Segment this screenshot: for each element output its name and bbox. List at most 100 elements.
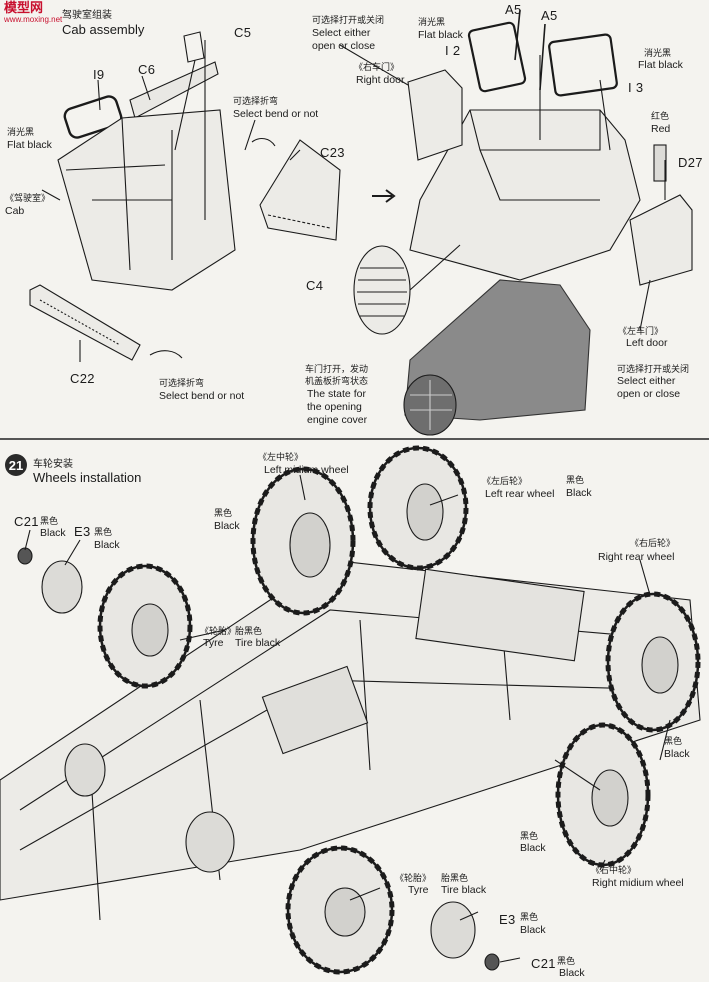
label-black-en-d: Black — [566, 487, 592, 499]
label-lmw-zh: 《左中轮》 — [258, 452, 304, 462]
label-a5-right: A5 — [541, 8, 558, 23]
step21-title-en: Wheels installation — [33, 470, 142, 485]
label-c22: C22 — [70, 371, 95, 386]
label-engine-en3: engine cover — [307, 414, 368, 426]
label-right-door-en: Right door — [356, 74, 405, 86]
label-black-zh-d: 黑色 — [566, 475, 585, 485]
part-d27 — [653, 144, 667, 182]
label-i9: I9 — [93, 67, 105, 82]
wheel-right-midium — [555, 722, 651, 868]
label-engine-en2: the opening — [307, 401, 362, 413]
step20-title-en: Cab assembly — [62, 22, 145, 37]
label-select-zh: 可选择打开或关闭 — [312, 15, 385, 25]
label-black-en-b: Black — [94, 539, 120, 551]
wheel-front-right — [285, 845, 395, 975]
label-black-zh-f: 黑色 — [520, 831, 539, 841]
label-black-en-a: Black — [40, 527, 66, 539]
wheel-left-midium — [250, 466, 356, 616]
label-tire-black2-en: Tire black — [441, 884, 487, 896]
label-c21-right: C21 — [531, 956, 556, 971]
part-c22 — [29, 284, 141, 361]
part-i9 — [63, 95, 123, 139]
label-left-door-en: Left door — [626, 337, 668, 349]
label-c23: C23 — [320, 145, 345, 160]
part-c21-cap-left — [17, 547, 33, 565]
label-tyre2-en: Tyre — [408, 884, 429, 896]
label-rmw-zh: 《右中轮》 — [591, 865, 637, 875]
label-black-en-g: Black — [520, 924, 546, 936]
label-flat-black-zh: 消光黑 — [7, 127, 35, 137]
label-select2-zh: 可选择打开或关闭 — [617, 364, 690, 374]
label-bend2-en: Select bend or not — [159, 390, 245, 402]
label-black-zh-a: 黑色 — [40, 516, 59, 526]
label-fb3-en: Flat black — [638, 59, 683, 71]
part-e3-hub-left — [41, 560, 83, 614]
part-main-cab — [409, 109, 641, 281]
label-tire-black-en: Tire black — [235, 637, 281, 649]
label-e3-right: E3 — [499, 912, 516, 927]
wheel-left-rear — [367, 445, 469, 571]
section-divider — [0, 438, 709, 440]
label-fb2-zh: 消光黑 — [418, 17, 446, 27]
label-e3-left: E3 — [74, 524, 91, 539]
label-black-en-e: Black — [664, 748, 690, 760]
label-black-zh-g: 黑色 — [520, 912, 539, 922]
label-select2-en2: open or close — [617, 388, 681, 400]
label-tyre-en: Tyre — [203, 637, 224, 649]
label-a5-left: A5 — [505, 2, 522, 17]
label-tyre2-zh: 《轮胎》 — [395, 873, 432, 883]
label-rrw-en: Right rear wheel — [598, 551, 675, 563]
label-cab-zh: 《驾驶室》 — [5, 193, 51, 203]
step21-number: 21 — [5, 454, 27, 476]
label-tire-black2-zh: 胎黑色 — [441, 873, 469, 883]
label-c4: C4 — [306, 278, 324, 293]
label-i3: I 3 — [628, 80, 644, 95]
step21-title-zh: 车轮安装 — [33, 459, 73, 470]
label-red-zh: 红色 — [651, 111, 670, 121]
label-bend2-zh: 可选择折弯 — [159, 378, 205, 388]
label-cab-en: Cab — [5, 205, 25, 217]
label-right-door-zh: 《右车门》 — [354, 62, 400, 72]
label-select-en2: open or close — [312, 40, 376, 52]
label-left-door-zh: 《左车门》 — [618, 326, 664, 336]
wheel-right-rear — [605, 591, 701, 733]
label-select-en1: Select either — [312, 27, 371, 39]
label-red-en: Red — [651, 123, 671, 135]
label-bend-zh: 可选择折弯 — [233, 96, 279, 106]
label-engine-zh2: 机盖板折弯状态 — [305, 376, 369, 386]
label-black-zh-h: 黑色 — [557, 956, 576, 966]
part-right-door — [407, 69, 463, 161]
label-select2-en1: Select either — [617, 375, 676, 387]
part-left-door — [629, 194, 693, 286]
part-c6 — [129, 61, 219, 119]
label-black-zh-c: 黑色 — [214, 508, 233, 518]
part-e3-hub-right — [430, 901, 476, 959]
label-c6: C6 — [138, 62, 156, 77]
label-i2: I 2 — [445, 43, 461, 58]
label-c21-left: C21 — [14, 514, 39, 529]
part-c21-cap-right — [484, 953, 500, 971]
label-tyre-zh: 《轮胎》 — [200, 626, 237, 636]
part-c23 — [259, 139, 341, 241]
label-lrw-en: Left rear wheel — [485, 488, 555, 500]
label-black-en-h: Black — [559, 967, 585, 979]
label-black-en-f: Black — [520, 842, 546, 854]
label-c5: C5 — [234, 25, 252, 40]
wheel-left-front — [97, 563, 193, 689]
label-fb3-zh: 消光黑 — [644, 48, 672, 58]
label-engine-en1: The state for — [307, 388, 366, 400]
label-lmw-en: Left midium wheel — [264, 464, 349, 476]
label-rmw-en: Right midium wheel — [592, 877, 684, 889]
part-i3 — [548, 33, 618, 97]
label-engine-zh1: 车门打开，发动 — [305, 364, 369, 374]
label-rrw-zh: 《右后轮》 — [630, 538, 676, 548]
label-black-zh-e: 黑色 — [664, 736, 683, 746]
label-black-zh-b: 黑色 — [94, 527, 113, 537]
label-flat-black-en: Flat black — [7, 139, 52, 151]
step20-title-zh: 驾驶室组装 — [62, 10, 112, 21]
label-fb2-en: Flat black — [418, 29, 463, 41]
label-bend-en: Select bend or not — [233, 108, 319, 120]
